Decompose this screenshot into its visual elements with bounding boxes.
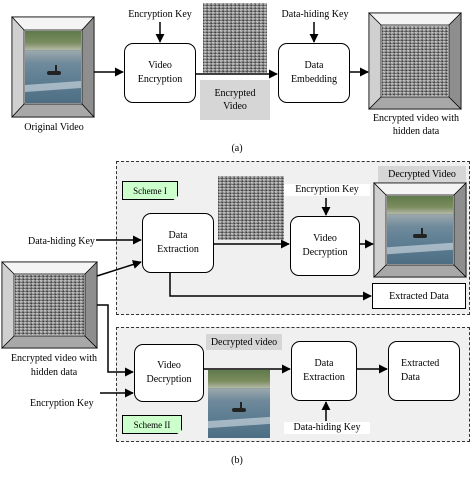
data-embedding-line1: Data [304, 60, 324, 71]
video-encryption-line1: Video [148, 60, 172, 71]
encrypted-hidden-b-line2: hidden data [30, 367, 78, 378]
data-extraction-2-line1: Data [314, 358, 334, 369]
extracted-data-box-2: Extracted Data [388, 341, 460, 401]
video-decryption-box-2: Video Decryption [134, 344, 204, 402]
encrypted-hidden-image-b [15, 275, 84, 335]
data-embedding-box: Data Embedding [278, 43, 350, 103]
extracted-data-2-line2: Data [401, 372, 420, 383]
encrypted-hidden-b-line1: Encrypted video with [10, 353, 98, 364]
video-decryption-1-line2: Decryption [302, 247, 348, 258]
extracted-data-label-1: Extracted Data [372, 283, 466, 309]
data-hiding-key-label-b: Data-hiding Key [28, 236, 95, 247]
video-decryption-1-line1: Video [313, 233, 337, 244]
decrypted-video-label-2: Decrypted video [206, 334, 282, 350]
encrypted-hidden-image-a [382, 26, 448, 96]
video-decryption-2-line2: Decryption [146, 374, 192, 385]
caption-a: (a) [231, 143, 243, 154]
encrypted-video-label-a: Encrypted Video [200, 80, 270, 120]
data-hiding-key-label-b2: Data-hiding Key [284, 422, 370, 434]
data-extraction-box-1: Data Extraction [142, 213, 214, 273]
scheme2-tag: Scheme II [122, 415, 182, 434]
encryption-key-label-b2: Encryption Key [30, 398, 94, 409]
caption-b: (b) [231, 455, 243, 466]
encrypted-hidden-label-b: Encrypted video with hidden data [0, 352, 108, 380]
extracted-data-2-line1: Extracted [401, 358, 440, 369]
video-decryption-box-1: Video Decryption [290, 216, 360, 276]
encrypted-video-line2: Video [223, 101, 247, 112]
data-embedding-line2: Embedding [290, 74, 338, 85]
data-extraction-2-line2: Extraction [303, 372, 345, 383]
encryption-key-label-b1: Encryption Key [284, 184, 370, 196]
encrypted-video-line1: Encrypted [214, 88, 256, 99]
data-hiding-key-label-a: Data-hiding Key [281, 9, 349, 20]
encrypted-hidden-a-line2: hidden data [392, 126, 440, 137]
scheme1-tag: Scheme I [122, 181, 178, 200]
video-decryption-2-line1: Video [157, 360, 181, 371]
decrypted-video-label-1: Decrypted Video [378, 166, 466, 182]
encrypted-hidden-a-line1: Encrypted video with [372, 113, 460, 124]
encrypted-video-image-a [203, 3, 267, 73]
decrypted-video-image-2 [208, 370, 270, 438]
decrypted-video-image-1 [387, 196, 453, 264]
data-extraction-1-line1: Data [168, 230, 188, 241]
encrypted-hidden-label-a: Encrypted video with hidden data [360, 112, 472, 138]
video-encryption-box: Video Encryption [124, 43, 196, 103]
encryption-key-label-a: Encryption Key [128, 9, 192, 20]
video-encryption-line2: Encryption [137, 74, 183, 85]
original-video-image [25, 31, 81, 103]
original-video-label: Original Video [24, 122, 84, 133]
data-extraction-1-line2: Extraction [157, 244, 199, 255]
data-extraction-box-2: Data Extraction [291, 341, 357, 401]
encrypted-video-image-b1 [218, 176, 284, 240]
